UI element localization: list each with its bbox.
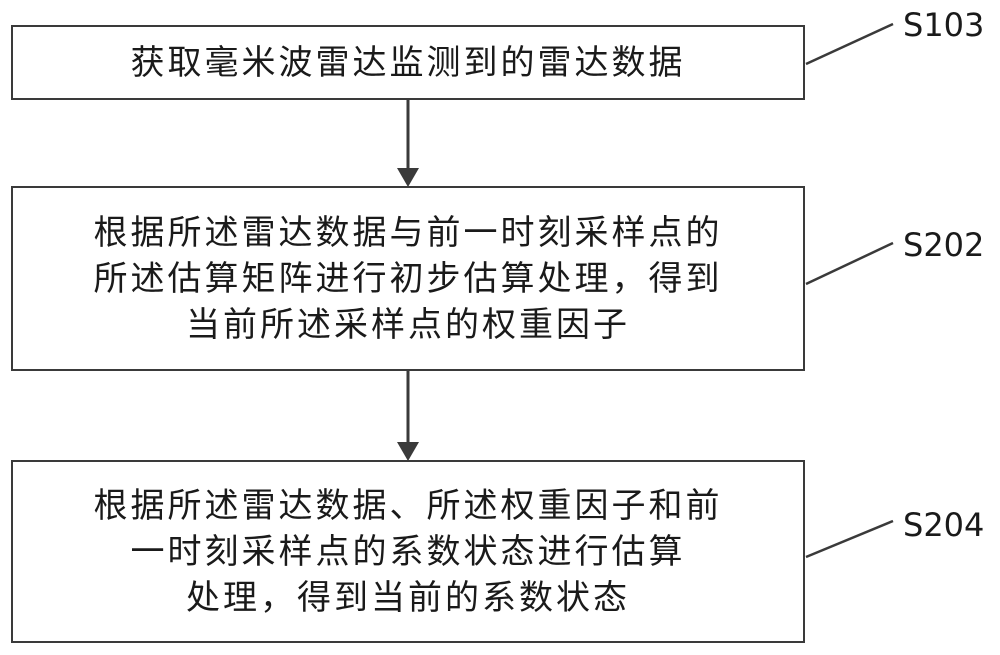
step-text-s103: 获取毫米波雷达监测到的雷达数据 (131, 40, 686, 86)
step-box-s103: 获取毫米波雷达监测到的雷达数据 (11, 25, 805, 100)
leader-line-s103 (806, 24, 893, 64)
step-box-s204: 根据所述雷达数据、所述权重因子和前 一时刻采样点的系数状态进行估算 处理，得到当… (11, 460, 805, 643)
step-text-line: 处理，得到当前的系数状态 (94, 575, 723, 621)
step-text-line: 当前所述采样点的权重因子 (94, 302, 723, 348)
step-box-s202: 根据所述雷达数据与前一时刻采样点的 所述估算矩阵进行初步估算处理，得到 当前所述… (11, 186, 805, 371)
step-text-line: 根据所述雷达数据与前一时刻采样点的 (94, 210, 723, 256)
step-text-line: 根据所述雷达数据、所述权重因子和前 (94, 483, 723, 529)
arrowhead-step2-to-step3 (397, 442, 419, 461)
step-label-s202: S202 (903, 226, 984, 264)
leader-line-s204 (806, 521, 893, 557)
step-text-line: 一时刻采样点的系数状态进行估算 (94, 529, 723, 575)
leader-line-s202 (806, 243, 893, 284)
arrowhead-step1-to-step2 (397, 168, 419, 187)
step-text-line: 所述估算矩阵进行初步估算处理，得到 (94, 256, 723, 302)
step-label-s204: S204 (903, 506, 984, 544)
step-text-line: 获取毫米波雷达监测到的雷达数据 (131, 40, 686, 86)
step-text-s202: 根据所述雷达数据与前一时刻采样点的 所述估算矩阵进行初步估算处理，得到 当前所述… (94, 210, 723, 348)
step-text-s204: 根据所述雷达数据、所述权重因子和前 一时刻采样点的系数状态进行估算 处理，得到当… (94, 483, 723, 621)
step-label-s103: S103 (903, 6, 984, 44)
